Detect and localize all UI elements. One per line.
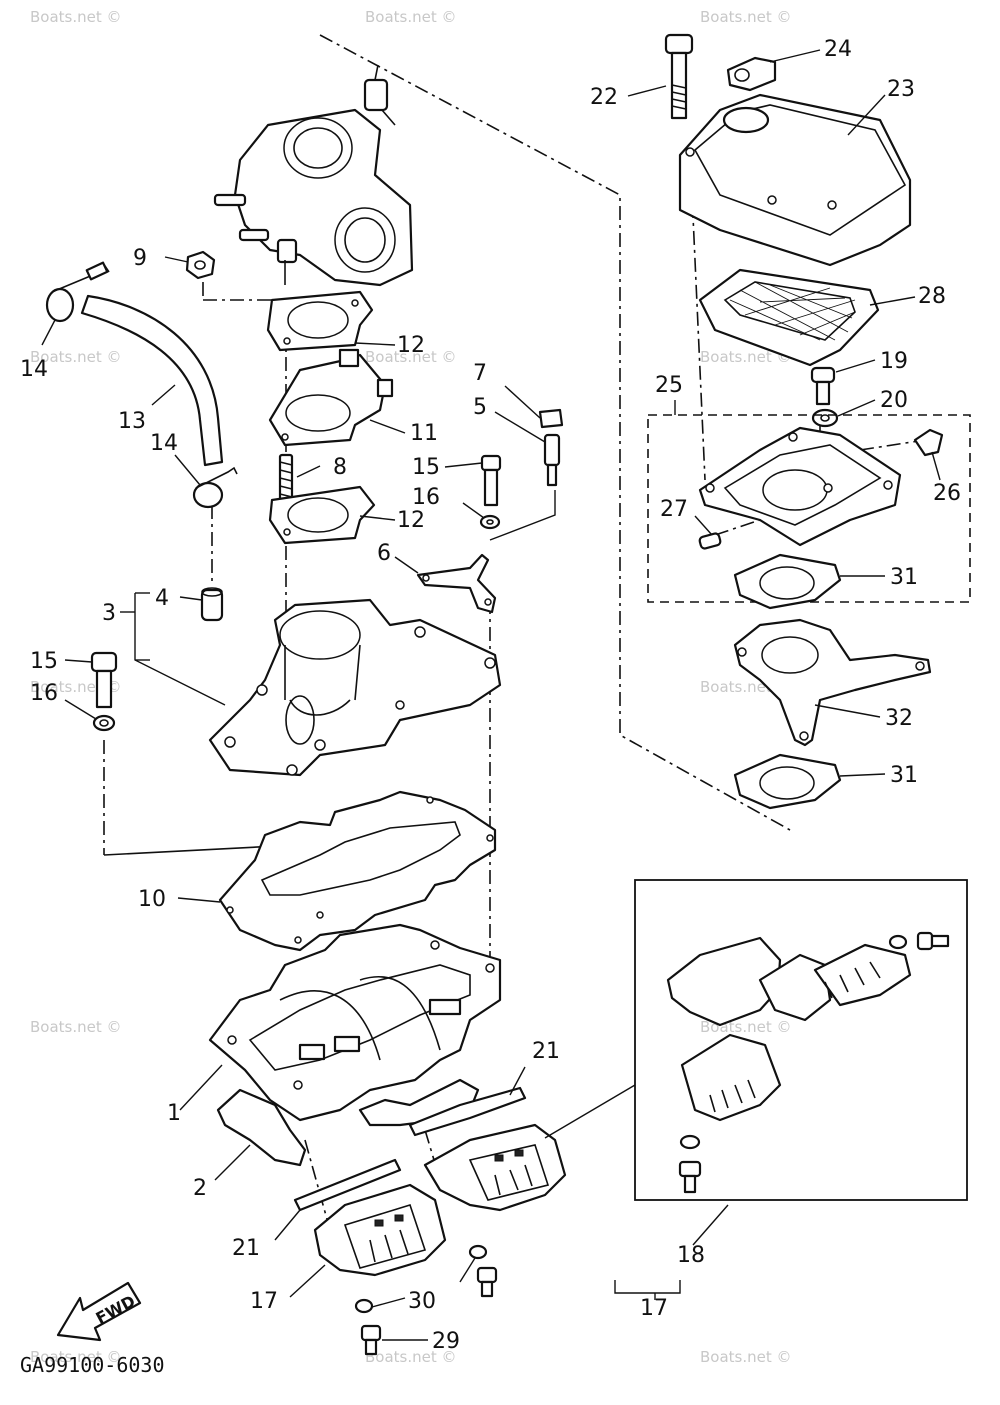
- callout-27: 27: [660, 497, 688, 522]
- callout-11: 11: [410, 421, 438, 446]
- callout-2: 2: [193, 1176, 207, 1201]
- callout-14: 14: [20, 357, 48, 382]
- callout-14: 14: [150, 431, 178, 456]
- reed-valve-17-right: [423, 1123, 567, 1212]
- callout-7: 7: [473, 361, 487, 386]
- gasket-21: [293, 1086, 527, 1212]
- watermark: Boats.net ©: [365, 1348, 457, 1366]
- washer-16-upper: [479, 514, 501, 530]
- watermark: Boats.net ©: [30, 1348, 122, 1366]
- watermark: Boats.net ©: [30, 1018, 122, 1036]
- intake-manifold-3: [208, 598, 502, 777]
- reed-housing-1: [208, 923, 502, 1122]
- callout-16: 16: [30, 681, 58, 706]
- callout-16: 16: [412, 485, 440, 510]
- grommet-24: [726, 56, 777, 92]
- callout-10: 10: [138, 887, 166, 912]
- callout-32: 32: [885, 706, 913, 731]
- air-box-cover-23: [678, 93, 912, 267]
- callout-6: 6: [377, 541, 391, 566]
- washer-16-left: [92, 714, 116, 732]
- air-box-base-25: [698, 426, 902, 547]
- callout-15: 15: [30, 649, 58, 674]
- nut-9: [185, 250, 216, 280]
- callout-29: 29: [432, 1329, 460, 1354]
- callout-3: 3: [102, 601, 116, 626]
- fitting-5: [543, 433, 561, 487]
- gasket-12-upper: [266, 290, 374, 352]
- callout-18: 18: [677, 1243, 705, 1268]
- callout-21: 21: [232, 1236, 260, 1261]
- callout-4: 4: [155, 586, 169, 611]
- callout-17: 17: [250, 1289, 278, 1314]
- callout-21: 21: [532, 1039, 560, 1064]
- callout-8: 8: [333, 455, 347, 480]
- fitting-26: [913, 428, 944, 457]
- watermark: Boats.net ©: [700, 1348, 792, 1366]
- reed-valve-detail-box: [634, 879, 968, 1201]
- leader-lines: [41, 49, 941, 1341]
- callout-30: 30: [408, 1289, 436, 1314]
- callout-12: 12: [397, 508, 425, 533]
- callout-26: 26: [933, 481, 961, 506]
- watermark: Boats.net ©: [30, 348, 122, 366]
- plate-11: [268, 348, 394, 447]
- callout-24: 24: [824, 37, 852, 62]
- watermark: Boats.net ©: [365, 348, 457, 366]
- watermark: Boats.net ©: [700, 348, 792, 366]
- forward-arrow: FWD: [56, 1281, 142, 1342]
- callout-12: 12: [397, 333, 425, 358]
- callout-19: 19: [880, 349, 908, 374]
- gasket-31-lower: [733, 753, 842, 810]
- bracket-6: [416, 490, 556, 614]
- watermark: Boats.net ©: [365, 8, 457, 26]
- screw-29: [360, 1266, 498, 1356]
- screw-19: [810, 366, 836, 406]
- callout-1: 1: [167, 1101, 181, 1126]
- callout-25: 25: [655, 373, 683, 398]
- callout-13: 13: [118, 409, 146, 434]
- callout-31: 31: [890, 763, 918, 788]
- carburetor: [213, 64, 414, 287]
- hose-clamp-upper: [45, 261, 110, 323]
- gasket-10: [218, 790, 497, 952]
- watermark: Boats.net ©: [700, 8, 792, 26]
- group-brackets: [120, 592, 681, 1300]
- bolt-22: [664, 33, 694, 120]
- figure-code: GA99100-6030: [20, 1353, 165, 1377]
- fitting-27: [698, 532, 722, 550]
- callout-17: 17: [640, 1296, 668, 1321]
- callout-23: 23: [887, 77, 915, 102]
- callout-5: 5: [473, 395, 487, 420]
- watermark: Boats.net ©: [30, 8, 122, 26]
- reed-valve-17-left: [313, 1183, 447, 1277]
- callout-labels: 9 14 13 14 12 11 8 12 6 7 5 15 16 4 3 15…: [20, 37, 961, 1354]
- fuel-hose: [80, 294, 224, 467]
- callout-20: 20: [880, 388, 908, 413]
- hose-clamp-lower: [192, 466, 238, 509]
- bracket-32: [733, 618, 932, 747]
- gasket-12-lower: [268, 485, 376, 545]
- callout-15: 15: [412, 455, 440, 480]
- fitting-4: [200, 587, 224, 622]
- callout-28: 28: [918, 284, 946, 309]
- callout-22: 22: [590, 85, 618, 110]
- filter-element-28: [698, 268, 880, 367]
- reed-valve-exploded-detail: [666, 931, 950, 1194]
- washer-30: [354, 1244, 488, 1314]
- gasket-31-upper: [733, 553, 842, 610]
- cap-7: [538, 408, 564, 429]
- callout-9: 9: [133, 246, 147, 271]
- washer-20: [811, 408, 839, 428]
- bolt-15-upper: [480, 454, 502, 507]
- callout-31: 31: [890, 565, 918, 590]
